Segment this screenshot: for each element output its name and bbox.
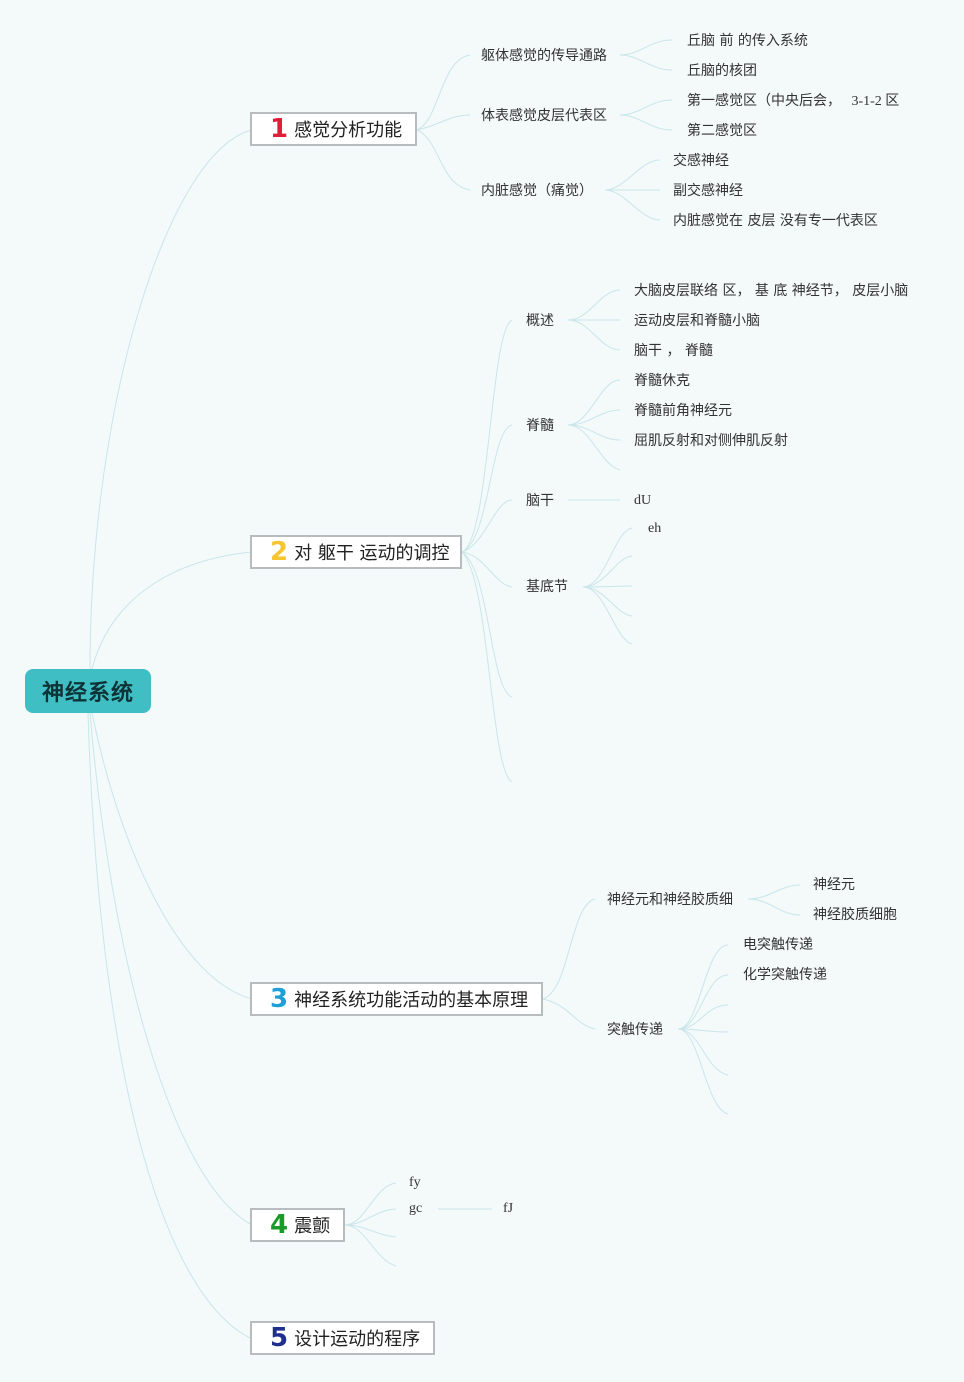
leaf-fj[interactable]: fJ [503, 1201, 514, 1216]
branch-basic-principles[interactable]: 3 神经系统功能活动的基本原理 [250, 982, 543, 1016]
branch-label: 设计运动的程序 [294, 1329, 421, 1350]
leaf-flexor-reflex[interactable]: 屈肌反射和对侧伸肌反射 [634, 433, 788, 449]
topic-basal-ganglia[interactable]: 基底节 [526, 579, 568, 595]
branch-number: 1 [270, 114, 289, 144]
leaf-first-sensory-text: 第一感觉区（中央后会， [687, 93, 841, 109]
topic-synaptic-transmission[interactable]: 突触传递 [607, 1022, 663, 1038]
leaf-motor-cortex[interactable]: 运动皮层和脊髓小脑 [634, 313, 760, 329]
branch-number: 2 [270, 537, 289, 567]
branch-tremor[interactable]: 4 震颤 [250, 1208, 345, 1242]
leaf-second-sensory-area[interactable]: 第二感觉区 [687, 123, 757, 139]
topic-gc[interactable]: gc [409, 1201, 423, 1216]
leaf-anterior-horn[interactable]: 脊髓前角神经元 [634, 403, 732, 419]
topic-overview[interactable]: 概述 [526, 313, 554, 329]
leaf-first-sensory-area[interactable]: 第一感觉区（中央后会， 3-1-2 区 [687, 93, 899, 110]
branch-motor-program[interactable]: 5 设计运动的程序 [250, 1321, 435, 1355]
branch-label: 感觉分析功能 [294, 120, 403, 141]
branch-trunk-motor[interactable]: 2 对 躯干 运动的调控 [250, 535, 462, 569]
branch-number: 3 [270, 984, 289, 1014]
leaf-parasympathetic[interactable]: 副交感神经 [673, 183, 743, 199]
branch-label: 对 躯干 运动的调控 [294, 543, 450, 564]
branch-sensory-analysis[interactable]: 1 感觉分析功能 [250, 112, 417, 146]
topic-somatic-pathway[interactable]: 躯体感觉的传导通路 [481, 48, 607, 64]
leaf-electrical-synapse[interactable]: 电突触传递 [743, 937, 813, 953]
leaf-sympathetic[interactable]: 交感神经 [673, 153, 729, 169]
branch-number: 5 [270, 1323, 289, 1353]
topic-fy[interactable]: fy [409, 1175, 421, 1190]
leaf-cortex-association[interactable]: 大脑皮层联络 区， 基 底 神经节， 皮层小脑 [634, 283, 909, 299]
leaf-brainstem-spinal[interactable]: 脑干 ， 脊髓 [634, 343, 713, 359]
topic-brainstem[interactable]: 脑干 [526, 493, 554, 509]
leaf-glial-cell[interactable]: 神经胶质细胞 [813, 907, 897, 923]
topic-visceral-sensation[interactable]: 内脏感觉（痛觉） [481, 183, 593, 199]
leaf-first-sensory-area-code: 3-1-2 区 [851, 94, 900, 109]
root-node[interactable]: 神经系统 [25, 669, 151, 713]
leaf-thalamic-nuclei[interactable]: 丘脑的核团 [687, 63, 757, 79]
leaf-visceral-cortex[interactable]: 内脏感觉在 皮层 没有专一代表区 [673, 213, 878, 229]
topic-neurons-glia[interactable]: 神经元和神经胶质细 [607, 892, 733, 908]
topic-cortical-area[interactable]: 体表感觉皮层代表区 [481, 108, 607, 124]
leaf-chemical-synapse[interactable]: 化学突触传递 [743, 967, 827, 983]
branch-number: 4 [270, 1210, 289, 1240]
leaf-spinal-shock[interactable]: 脊髓休克 [634, 373, 690, 389]
leaf-eh[interactable]: eh [648, 521, 662, 536]
leaf-du[interactable]: dU [634, 493, 652, 508]
topic-spinal-cord[interactable]: 脊髓 [526, 418, 554, 434]
leaf-thalamus-projection[interactable]: 丘脑 前 的传入系统 [687, 33, 808, 49]
branch-label: 神经系统功能活动的基本原理 [294, 990, 529, 1011]
branch-label: 震颤 [294, 1216, 331, 1237]
leaf-neuron[interactable]: 神经元 [813, 877, 855, 893]
